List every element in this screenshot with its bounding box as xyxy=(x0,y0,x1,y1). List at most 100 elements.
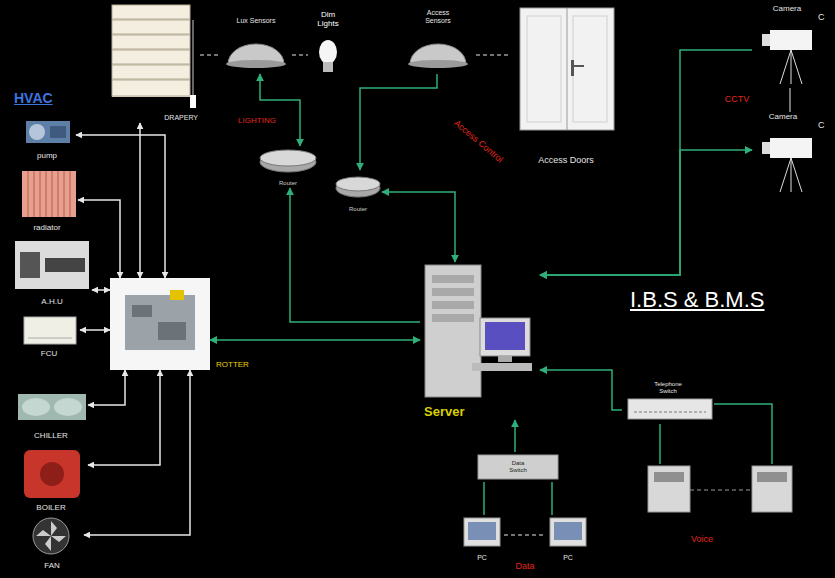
server-icon-part xyxy=(425,265,481,397)
node-label: A.H.U xyxy=(41,298,62,307)
phone-icon-part xyxy=(654,472,684,482)
camera-icon-part xyxy=(762,142,770,154)
annotation-label: C xyxy=(818,13,825,23)
chiller-icon-part xyxy=(22,398,50,416)
node-label: DRAPERY xyxy=(164,114,198,122)
camera-icon-part xyxy=(791,158,802,192)
device-node: DRAPERY xyxy=(108,3,200,123)
diagram-title: I.B.S & B.M.S xyxy=(630,288,764,312)
radiator-icon-part xyxy=(34,171,35,217)
chiller-icon xyxy=(18,394,86,420)
device-node: A.H.U xyxy=(12,238,92,308)
node-label: PC xyxy=(563,554,573,562)
server-icon-part xyxy=(485,322,525,350)
drapery-icon-part xyxy=(193,20,194,96)
controller-icon-part xyxy=(125,295,195,350)
controller-icon-part xyxy=(110,278,210,370)
device-node: Router xyxy=(258,146,318,188)
device-node: PC xyxy=(546,515,590,563)
connector xyxy=(514,420,516,452)
device-node: Access Sensors xyxy=(400,8,476,74)
drapery-icon-part xyxy=(112,50,190,64)
phone-wire-part xyxy=(690,490,752,491)
node-label: Router xyxy=(349,206,367,213)
controller-icon-part xyxy=(158,322,186,340)
device-node: FAN xyxy=(20,514,84,572)
radiator-icon-part xyxy=(52,171,53,217)
radiator-icon-part xyxy=(22,171,76,217)
radiator-icon-part xyxy=(46,171,47,217)
fcu-icon-part xyxy=(24,317,76,344)
fcu-icon-part xyxy=(28,338,72,339)
connector xyxy=(88,370,160,465)
access-sensor-icon xyxy=(408,44,468,68)
fan-icon-part xyxy=(36,521,66,551)
camera-icon-part xyxy=(762,34,770,46)
access-door-icon-part xyxy=(572,65,584,67)
router-icon xyxy=(336,177,380,197)
camera-icon-part xyxy=(780,158,791,192)
dim-light-icon-part xyxy=(323,62,333,72)
drapery-icon xyxy=(112,5,196,108)
drapery-icon-part xyxy=(112,80,190,96)
pump-icon xyxy=(26,121,70,143)
drapery-icon-part xyxy=(112,35,190,49)
server-icon-part xyxy=(480,318,530,356)
access-sensor-icon-part xyxy=(408,60,468,68)
node-label: FCU xyxy=(41,350,57,359)
device-node: FCU xyxy=(18,314,80,360)
camera-icon-part xyxy=(791,50,792,84)
connector xyxy=(200,54,220,56)
fan-icon-part xyxy=(33,518,69,554)
camera-icon-part xyxy=(770,30,812,50)
camera-icon-part xyxy=(770,138,812,158)
device-node: Access Doors xyxy=(508,3,624,167)
device-node: Data Switch xyxy=(476,452,560,482)
node-label: Telephone Switch xyxy=(651,381,685,394)
node-label: Server xyxy=(424,405,464,419)
server-icon-part xyxy=(432,301,474,309)
phone-icon-part xyxy=(757,472,787,482)
data-switch-icon-part xyxy=(478,455,558,479)
phone-icon xyxy=(752,466,792,512)
camera-icon-part xyxy=(791,158,792,192)
boiler-icon-part xyxy=(24,450,80,498)
access-door-icon-part xyxy=(527,16,561,122)
pc-icon xyxy=(550,518,586,546)
connector xyxy=(139,123,141,278)
radiator-icon-part xyxy=(58,171,59,217)
connector xyxy=(382,192,455,262)
drapery-icon-part xyxy=(112,65,190,79)
node-label: Camera xyxy=(773,5,801,14)
node-label: ROTTER xyxy=(216,361,249,370)
server-icon-part xyxy=(432,314,474,322)
pump-icon-part xyxy=(29,124,45,140)
chiller-icon-part xyxy=(18,394,86,420)
pc-icon-part xyxy=(468,522,496,540)
pump-icon-part xyxy=(26,121,70,143)
annotation-label: Voice xyxy=(691,535,713,545)
camera-icon xyxy=(762,138,812,192)
ahu-icon xyxy=(15,241,89,289)
controller-icon-part xyxy=(132,305,152,317)
device-node: PC xyxy=(460,515,504,563)
access-door-icon-part xyxy=(567,8,568,130)
device-node: ROTTER xyxy=(110,278,210,370)
controller-icon-part xyxy=(170,290,184,300)
connector xyxy=(84,370,190,535)
access-door-icon-part xyxy=(573,16,607,122)
node-label: Camera xyxy=(769,113,797,122)
annotation-label: CCTV xyxy=(725,95,750,105)
annotation-label: HVAC xyxy=(14,91,53,106)
connector xyxy=(292,54,308,56)
connector xyxy=(92,289,110,291)
phone-icon xyxy=(648,466,690,512)
router-icon-part xyxy=(336,177,380,191)
annotation-label: C xyxy=(818,121,825,131)
dim-light-icon-part xyxy=(319,40,337,64)
node-label: Access Doors xyxy=(538,156,594,166)
node-label: CHILLER xyxy=(34,432,68,441)
drapery-icon-part xyxy=(112,5,190,97)
connector xyxy=(483,482,485,515)
server-icon-part xyxy=(432,288,474,296)
